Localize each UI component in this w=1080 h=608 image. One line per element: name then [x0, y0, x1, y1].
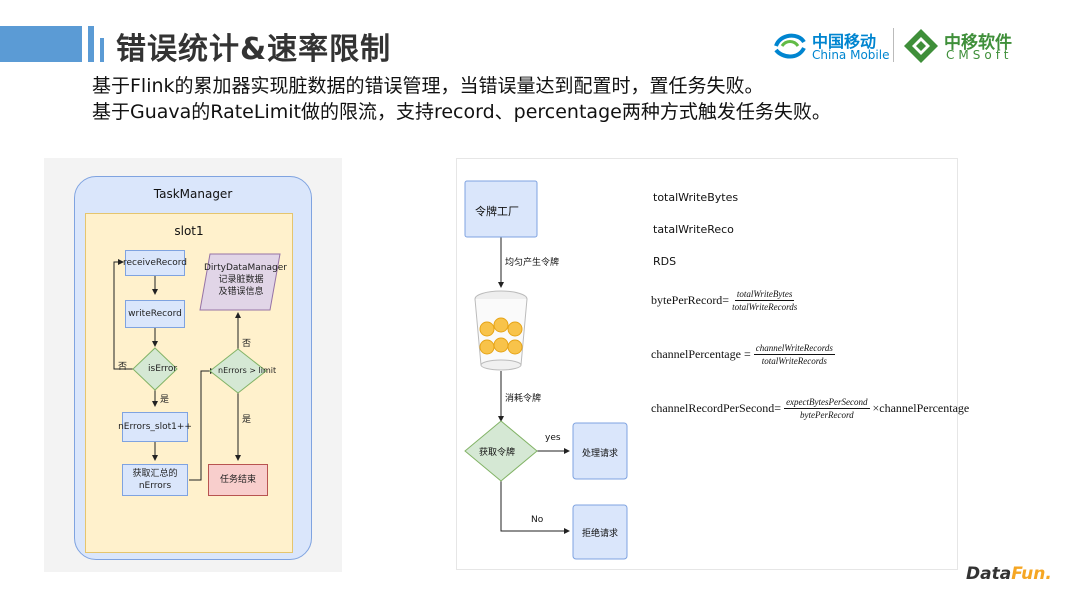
- var-total-write-records: tatalWriteReco: [653, 223, 734, 236]
- f1-numerator: totalWriteBytes: [734, 289, 795, 301]
- reject-box: [572, 504, 628, 560]
- factory-label: 令牌工厂: [475, 205, 519, 218]
- f3-numerator: expectBytesPerSecond: [784, 397, 870, 409]
- process-box: [572, 422, 628, 480]
- china-mobile-en: China Mobile: [812, 48, 890, 62]
- compare-no-label: 否: [242, 339, 252, 349]
- cmsoft-cn: 中移软件: [944, 33, 1012, 53]
- get-total-box: 获取汇总的 nErrors: [122, 464, 188, 496]
- taskmanager-title: TaskManager: [153, 187, 233, 201]
- f3-denominator: bytePerRecord: [799, 410, 854, 420]
- f1-denominator: totalWriteRecords: [732, 302, 798, 312]
- token-circles: [479, 317, 523, 355]
- header-accent-bar: [0, 26, 82, 62]
- error-flow-connectors: [113, 253, 281, 481]
- header-accent-stripe: [88, 26, 94, 62]
- dirty-line1: DirtyDataManager: [204, 263, 287, 273]
- f1-fraction: totalWriteBytes totalWriteRecords: [732, 289, 797, 312]
- china-mobile-icon: [774, 33, 806, 59]
- formula-channel-record-per-second: channelRecordPerSecond= expectBytesPerSe…: [651, 397, 969, 420]
- arrow-acquire-reject: [500, 481, 570, 534]
- compare-yes-label: 是: [242, 415, 252, 425]
- acquire-label: 获取令牌: [479, 448, 516, 458]
- china-mobile-cn: 中国移动: [812, 32, 877, 51]
- get-total-line2: nErrors: [138, 481, 172, 491]
- datafun-logo-a: Data: [966, 564, 1012, 584]
- iserror-no-label: 否: [118, 362, 128, 372]
- cmsoft-en: CMSoft: [946, 48, 1013, 62]
- iserror-yes-label: 是: [160, 395, 170, 405]
- arrow-summary-compare: [189, 368, 216, 481]
- description-line-2: 基于Guava的RateLimit做的限流，支持record、percentag…: [92, 101, 831, 123]
- cmsoft-logo: 中移软件 CMSoft: [902, 26, 1032, 66]
- consume-label: 消耗令牌: [505, 394, 542, 404]
- f2-numerator: channelWriteRecords: [753, 343, 835, 355]
- write-record-box: writeRecord: [125, 300, 185, 328]
- process-label: 处理请求: [582, 449, 619, 459]
- error-stats-diagram: TaskManager slot1 receiveRec: [44, 158, 342, 572]
- factory-box: [464, 180, 538, 238]
- f2-denominator: totalWriteRecords: [761, 356, 827, 366]
- f1-lhs: bytePerRecord=: [651, 293, 730, 307]
- iserror-diamond: [132, 347, 178, 391]
- dirty-data-text: DirtyDataManager 记录脏数据 及错误信息: [204, 262, 287, 298]
- var-rds: RDS: [653, 255, 677, 268]
- receive-record-box: receiveRecord: [123, 250, 187, 276]
- nerrors-slot-box: nErrors_slot1++: [118, 412, 192, 442]
- china-mobile-logo: 中国移动 China Mobile: [772, 26, 892, 66]
- cmsoft-icon: [904, 29, 938, 63]
- f3-lhs: channelRecordPerSecond=: [651, 401, 782, 415]
- header-accent-stripe-small: [100, 38, 104, 62]
- dirty-line2: 记录脏数据: [218, 275, 264, 285]
- no-label: No: [531, 515, 544, 525]
- get-total-line1: 获取汇总的: [132, 469, 178, 479]
- slot-title: slot1: [174, 224, 204, 238]
- datafun-logo: DataFun.: [966, 564, 1052, 584]
- f2-lhs: channelPercentage =: [651, 347, 751, 361]
- f3-tail: ×channelPercentage: [872, 401, 970, 415]
- dirty-line3: 及错误信息: [218, 287, 264, 297]
- logo-divider: [893, 28, 894, 62]
- description-line-1: 基于Flink的累加器实现脏数据的错误管理，当错误量达到配置时，置任务失败。: [92, 75, 764, 97]
- rate-limit-diagram: 令牌工厂 均匀产生令牌 消耗令牌 获取令牌 yes No 处理请求 拒绝请求 t…: [456, 158, 969, 570]
- reject-label: 拒绝请求: [582, 529, 619, 539]
- formula-byte-per-record: bytePerRecord= totalWriteBytes totalWrit…: [651, 289, 800, 312]
- iserror-label: isError: [148, 364, 178, 374]
- rate-limit-connectors: [464, 180, 628, 560]
- compare-label: nErrors > limit: [218, 366, 277, 375]
- f3-fraction: expectBytesPerSecond bytePerRecord: [784, 397, 870, 420]
- f2-fraction: channelWriteRecords totalWriteRecords: [753, 343, 835, 366]
- yes-label: yes: [545, 433, 561, 443]
- produce-label: 均匀产生令牌: [505, 258, 560, 268]
- var-total-write-bytes: totalWriteBytes: [653, 191, 739, 204]
- arrow-iserror-no-loop: [113, 259, 133, 370]
- compare-diamond: [209, 348, 267, 394]
- formula-channel-percentage: channelPercentage = channelWriteRecords …: [651, 343, 838, 366]
- acquire-diamond: [464, 420, 538, 482]
- datafun-logo-b: Fun.: [1011, 564, 1052, 584]
- page-title: 错误统计&速率限制: [116, 32, 392, 67]
- task-end-box: 任务结束: [208, 464, 268, 496]
- dirty-data-shape: [199, 253, 281, 311]
